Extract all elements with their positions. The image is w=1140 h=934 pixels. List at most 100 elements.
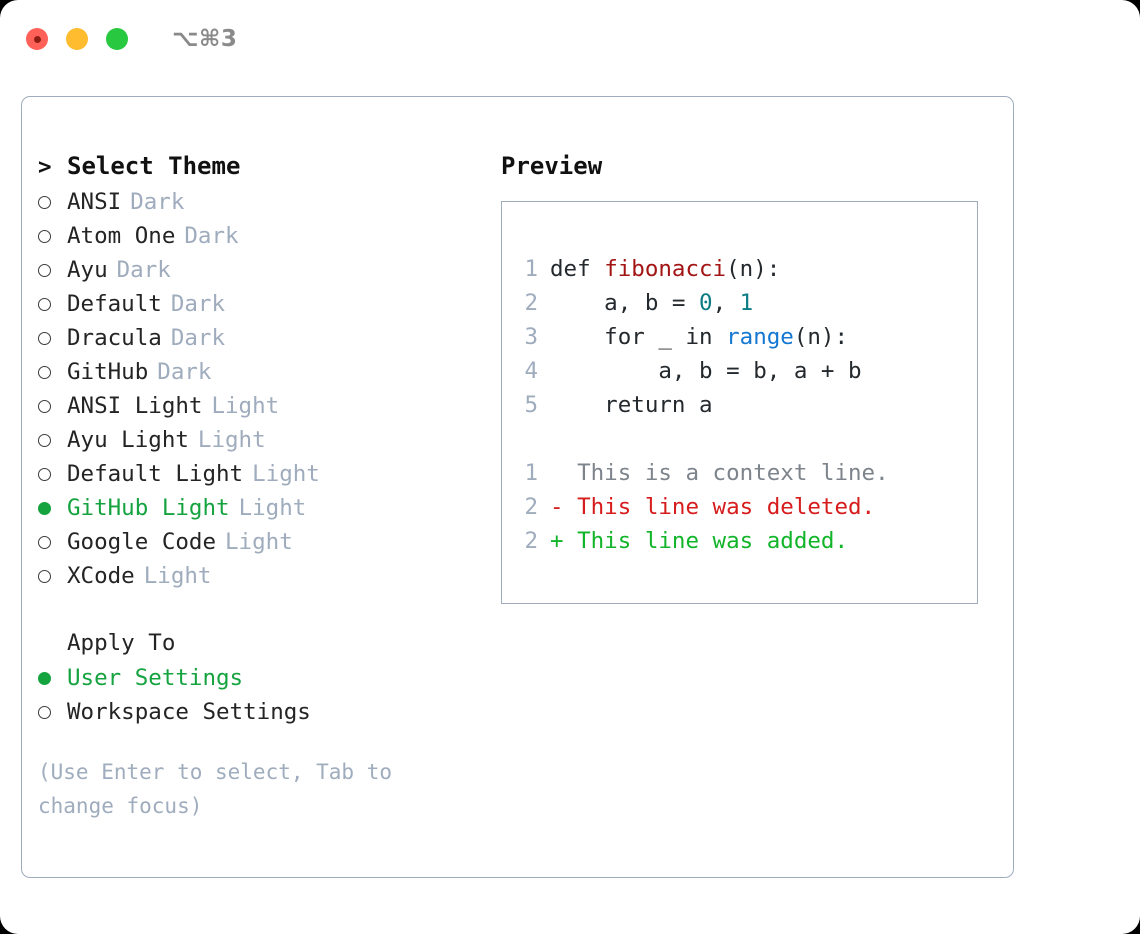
- radio-selected-icon[interactable]: [38, 662, 67, 696]
- radio-unselected-icon[interactable]: [38, 322, 67, 356]
- radio-circle: [38, 298, 51, 311]
- radio-circle: [38, 672, 51, 685]
- radio-circle: [38, 196, 51, 209]
- code-token-plain: for _ in: [550, 324, 727, 350]
- radio-unselected-icon[interactable]: [38, 288, 67, 322]
- theme-option-label: GitHub: [67, 359, 149, 385]
- line-number: 4: [524, 358, 538, 384]
- code-line: 4 a, b = b, a + b: [502, 354, 977, 388]
- line-number: [520, 422, 550, 456]
- code-token-add: + This line was added.: [550, 528, 849, 554]
- radio-circle: [38, 332, 51, 345]
- theme-option-label: XCode: [67, 563, 135, 589]
- code-line-content: - This line was deleted.: [550, 490, 875, 524]
- code-line-content: a, b = b, a + b: [550, 354, 862, 388]
- line-number: 1: [524, 460, 538, 486]
- apply-to-option-label: Workspace Settings: [67, 699, 311, 725]
- line-number: 1: [524, 256, 538, 282]
- code-token-plain: (n):: [793, 324, 849, 350]
- radio-unselected-icon[interactable]: [38, 526, 67, 560]
- theme-option-variant-badge: Light: [238, 495, 307, 521]
- code-line: 1 def fibonacci(n):: [502, 252, 977, 286]
- close-button[interactable]: [26, 28, 48, 50]
- theme-option-variant-badge: Dark: [170, 291, 226, 317]
- radio-unselected-icon[interactable]: [38, 220, 67, 254]
- theme-option-variant-badge: Dark: [184, 223, 239, 249]
- radio-circle: [38, 706, 51, 719]
- apply-to-option-1[interactable]: Workspace Settings: [38, 695, 468, 729]
- apply-to-header: Apply To: [67, 630, 176, 656]
- code-line-content: def fibonacci(n):: [550, 252, 780, 286]
- radio-unselected-icon[interactable]: [38, 390, 67, 424]
- theme-option-variant-badge: Dark: [170, 325, 226, 351]
- minimize-button[interactable]: [66, 28, 88, 50]
- theme-option-label: Google Code: [67, 529, 217, 555]
- keyboard-shortcut-label: ⌥⌘3: [172, 26, 238, 52]
- apply-to-option-label: User Settings: [67, 665, 244, 691]
- keyboard-hint-text: (Use Enter to select, Tab to change focu…: [38, 760, 393, 818]
- code-line: 2 + This line was added.: [502, 524, 977, 558]
- radio-circle: [38, 502, 51, 515]
- radio-circle: [38, 230, 51, 243]
- radio-unselected-icon[interactable]: [38, 424, 67, 458]
- apply-to-option-0[interactable]: User Settings: [38, 661, 468, 695]
- code-token-ctx: This is a context line.: [550, 460, 889, 486]
- line-number: 3: [524, 324, 538, 350]
- line-number: 2: [524, 528, 538, 554]
- theme-option-variant-badge: Light: [143, 563, 212, 589]
- theme-option-3[interactable]: Default Dark: [38, 287, 468, 321]
- radio-circle: [38, 366, 51, 379]
- radio-unselected-icon[interactable]: [38, 356, 67, 390]
- select-theme-header-label: Select Theme: [67, 152, 241, 180]
- theme-option-label: Default Light: [67, 461, 244, 487]
- radio-circle: [38, 536, 51, 549]
- theme-option-label: GitHub Light: [67, 495, 230, 521]
- theme-option-variant-badge: Light: [252, 461, 320, 487]
- line-number: 2: [524, 494, 538, 520]
- radio-unselected-icon[interactable]: [38, 186, 67, 220]
- theme-option-label: Default: [67, 291, 162, 317]
- spacer: [38, 593, 468, 625]
- select-theme-header: > Select Theme: [38, 147, 468, 185]
- code-line-content: + This line was added.: [550, 524, 848, 558]
- code-token-call: range: [726, 324, 794, 350]
- radio-selected-icon[interactable]: [38, 492, 67, 526]
- radio-unselected-icon[interactable]: [38, 696, 67, 730]
- theme-option-label: Ayu Light: [67, 427, 189, 453]
- code-token-plain: ,: [712, 290, 740, 316]
- code-token-plain: (n):: [726, 256, 781, 282]
- radio-unselected-icon[interactable]: [38, 560, 67, 594]
- close-icon: [33, 35, 41, 43]
- maximize-button[interactable]: [106, 28, 128, 50]
- theme-option-11[interactable]: XCode Light: [38, 559, 468, 593]
- radio-unselected-icon[interactable]: [38, 254, 67, 288]
- theme-option-9[interactable]: GitHub Light Light: [38, 491, 468, 525]
- code-token-num: 0: [699, 290, 713, 316]
- code-token-plain: a, b = b, a + b: [550, 358, 862, 384]
- code-token-plain: def: [550, 256, 605, 282]
- line-number: 2: [524, 290, 538, 316]
- theme-option-8[interactable]: Default Light Light: [38, 457, 468, 491]
- radio-circle: [38, 264, 51, 277]
- radio-unselected-icon[interactable]: [38, 458, 67, 492]
- cursor-prefix-icon: >: [38, 154, 52, 180]
- code-line-content: [550, 422, 564, 456]
- theme-option-label: ANSI: [67, 189, 122, 215]
- code-token-fn: fibonacci: [604, 256, 727, 282]
- theme-option-variant-badge: Light: [211, 393, 280, 419]
- window-title-bar: ⌥⌘3: [0, 0, 1140, 78]
